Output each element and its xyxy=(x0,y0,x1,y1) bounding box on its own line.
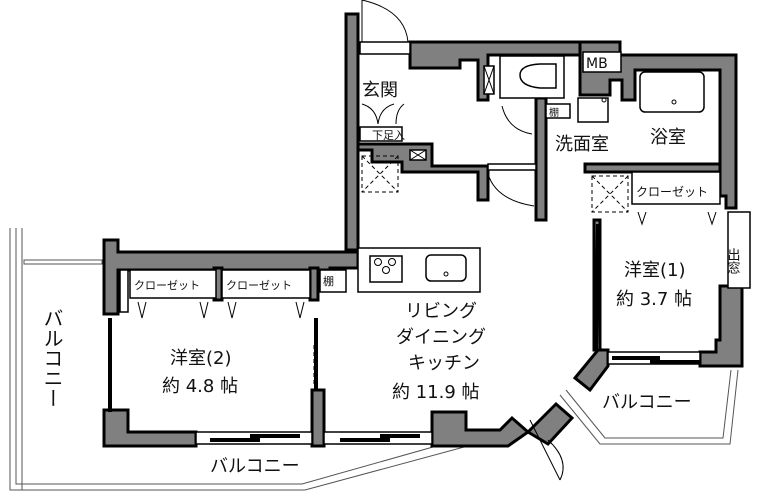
bathroom-label: 浴室 xyxy=(650,127,686,148)
shelf-ldk-label: 棚 xyxy=(323,274,334,288)
meter-box-label: MB xyxy=(586,56,608,72)
fixtures xyxy=(108,0,751,481)
bedroom2-area: 約 4.8 帖 xyxy=(162,376,238,397)
ldk-line2: ダイニング xyxy=(396,327,486,348)
entrance-label: 玄関 xyxy=(362,80,398,101)
balcony-outline-west-south xyxy=(9,228,491,491)
shoe-storage-label: 下足入 xyxy=(372,129,405,142)
bedroom1-name: 洋室(1) xyxy=(624,260,686,281)
balcony-southeast-label: バルコニー xyxy=(602,392,692,413)
ldk-line3: キッチン xyxy=(408,353,480,374)
shelf-top-label: 棚 xyxy=(549,106,559,119)
bedroom1-area: 約 3.7 帖 xyxy=(616,289,692,310)
washroom-label: 洗面室 xyxy=(555,134,609,155)
balcony-outline-southeast xyxy=(559,369,739,445)
closet-bedroom1-label: クローゼット xyxy=(636,185,708,199)
closet-bedroom2-b-label: クローゼット xyxy=(226,279,292,292)
bay-window-label: 出窓 xyxy=(725,248,741,274)
balcony-south-label: バルコニー xyxy=(210,456,300,477)
balcony-west-label: バルコニー xyxy=(40,308,64,408)
ldk-line1: リビング xyxy=(405,301,477,322)
labels: 玄関 下足入 MB 棚 洗面室 浴室 クローゼット 洋室(1) 約 3.7 帖 … xyxy=(40,56,740,477)
closet-bedroom2-a-label: クローゼット xyxy=(134,279,200,292)
ldk-area: 約 11.9 帖 xyxy=(392,382,480,403)
bedroom2-name: 洋室(2) xyxy=(170,348,232,369)
